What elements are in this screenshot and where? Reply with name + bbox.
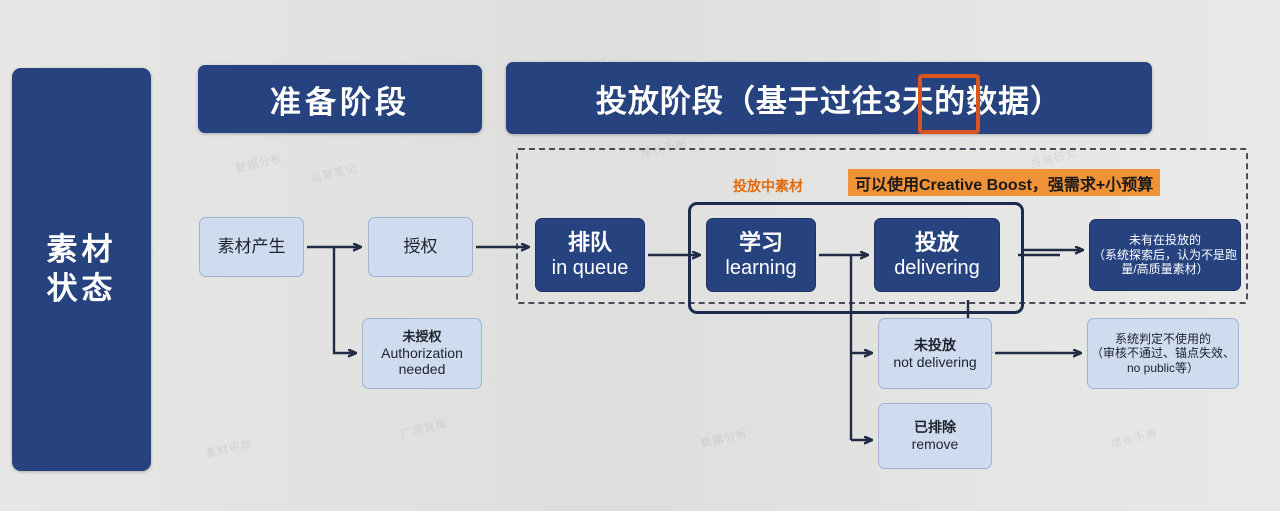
watermark: 数据分析 bbox=[699, 426, 749, 451]
node-label-en: learning bbox=[725, 257, 797, 280]
node-label-cn: 未有在投放的 bbox=[1128, 233, 1201, 248]
node-authorization-needed[interactable]: 未授权 Authorization needed bbox=[362, 318, 482, 389]
header-delivery-label: 投放阶段（基于过往3天的数据） bbox=[595, 83, 1063, 119]
node-not-delivering[interactable]: 未投放 not delivering bbox=[878, 318, 992, 389]
node-label-en: in queue bbox=[551, 257, 629, 280]
node-material-created[interactable]: 素材产生 bbox=[199, 217, 304, 277]
node-label-cn: 未投放 bbox=[914, 336, 956, 353]
node-label-cn: 已排除 bbox=[914, 419, 956, 436]
active-material-group bbox=[688, 202, 1024, 314]
node-label-cn: 授权 bbox=[403, 236, 438, 256]
material-state-panel: 素材 状态 bbox=[12, 68, 151, 471]
node-label-cn: 学习 bbox=[738, 229, 783, 255]
node-system-rejected[interactable]: 系统判定不使用的 （审核不通过、锚点失效、no public等） bbox=[1087, 318, 1239, 389]
node-label-en: Authorization needed bbox=[381, 344, 463, 378]
header-prepare-stage: 准备阶段 bbox=[198, 65, 482, 133]
node-label-en: remove bbox=[911, 436, 959, 452]
node-label-cn: 系统判定不使用的 bbox=[1114, 331, 1211, 346]
watermark: 运营笔记 bbox=[309, 161, 359, 186]
node-label-en: （系统探索后，认为不是跑量/高质量素材） bbox=[1092, 247, 1237, 277]
panel-label-line1: 素材 bbox=[46, 231, 117, 267]
watermark: 广告复盘 bbox=[399, 416, 449, 441]
node-label-cn: 素材产生 bbox=[217, 236, 286, 256]
node-learning[interactable]: 学习 learning bbox=[706, 218, 816, 292]
node-label-cn: 排队 bbox=[567, 229, 612, 255]
node-not-shown[interactable]: 未有在投放的 （系统探索后，认为不是跑量/高质量素材） bbox=[1089, 219, 1241, 291]
node-label-cn: 投放 bbox=[914, 229, 959, 255]
active-material-label: 投放中素材 bbox=[733, 178, 803, 194]
watermark: 数据分析 bbox=[234, 151, 284, 176]
node-label-en: not delivering bbox=[893, 353, 977, 370]
header-prepare-label: 准备阶段 bbox=[270, 84, 410, 120]
node-label-cn: 未授权 bbox=[402, 328, 442, 344]
node-label-en: delivering bbox=[894, 257, 980, 280]
header-delivery-stage: 投放阶段（基于过往3天的数据） bbox=[506, 62, 1152, 134]
creative-boost-banner: 可以使用Creative Boost，强需求+小预算 bbox=[848, 169, 1161, 196]
node-authorize[interactable]: 授权 bbox=[368, 217, 473, 277]
watermark: 素材中台 bbox=[204, 436, 254, 461]
panel-label-line2: 状态 bbox=[46, 270, 117, 306]
watermark: 增长手册 bbox=[1109, 426, 1159, 451]
node-in-queue[interactable]: 排队 in queue bbox=[535, 218, 645, 292]
node-label-en: （审核不通过、锚点失效、no public等） bbox=[1090, 346, 1235, 375]
node-removed[interactable]: 已排除 remove bbox=[878, 403, 992, 469]
node-delivering[interactable]: 投放 delivering bbox=[874, 218, 1000, 292]
